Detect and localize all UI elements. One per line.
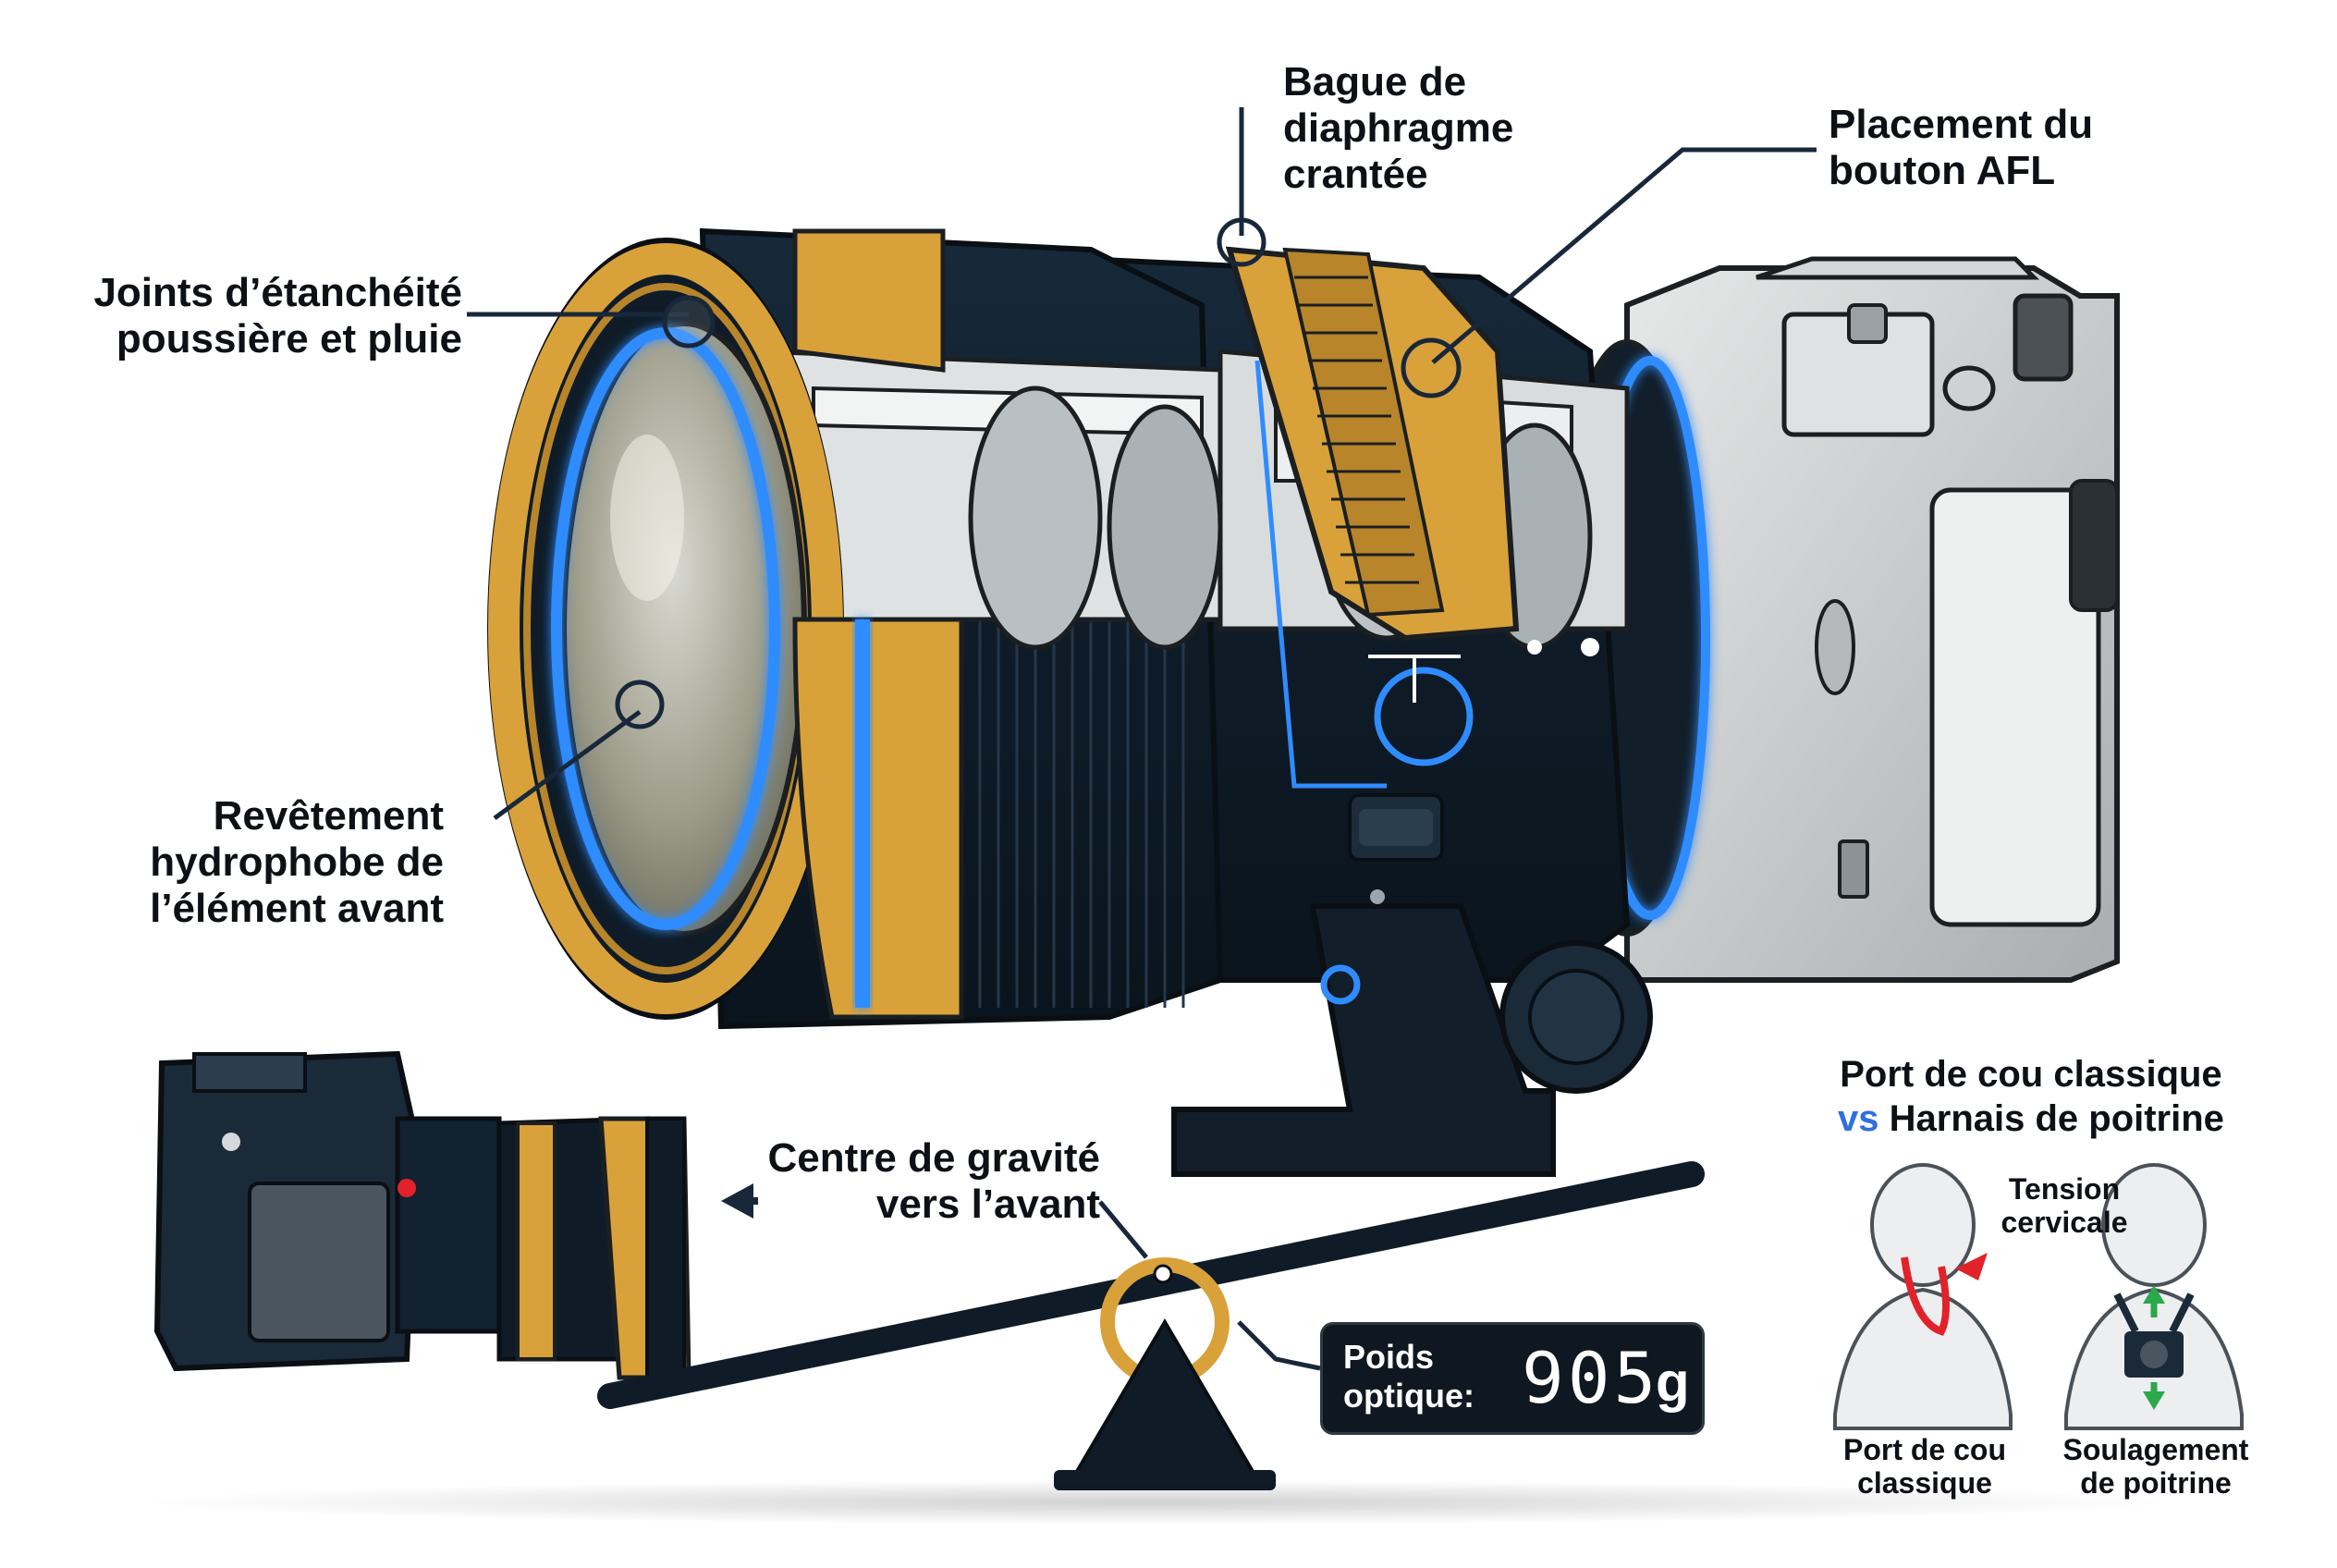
afl-button-panel (1348, 638, 1599, 904)
callout-hydrophobic-coating: Revêtement hydrophobe de l’élément avant (150, 793, 444, 931)
aperture-ring (1225, 246, 1520, 642)
chest-harness-figure (2064, 1163, 2244, 1430)
neck-strap-caption: Port de cou classique (1842, 1433, 2006, 1500)
chest-harness-caption: Soulagement de poitrine (2062, 1433, 2249, 1500)
callout-weather-seals: Joints d’étanchéité poussière et pluie (93, 270, 462, 361)
carry-comparison-title: Port de cou classique vs Harnais de poit… (1838, 1054, 2224, 1139)
callout-afl-button: Placement du bouton AFL (1829, 102, 2094, 193)
weight-unit: g (1656, 1351, 1690, 1413)
callout-lines (467, 107, 1817, 1005)
neck-strap-figure (1833, 1163, 2013, 1430)
weight-caption: Poids optique: (1343, 1338, 1474, 1415)
gravity-arrow (721, 1183, 758, 1219)
front-gold-rings (792, 228, 964, 1020)
weight-value: 905 (1522, 1337, 1660, 1419)
tension-label: Tension cervicale (2001, 1172, 2128, 1239)
mirrorless-camera-body (1624, 256, 2120, 983)
weight-readout: Poids optique: 905 g (1320, 1322, 1705, 1435)
front-lens-element (487, 238, 844, 1020)
vs-word: vs (1838, 1098, 1879, 1139)
callout-center-of-gravity: Centre de gravité vers l’avant (767, 1135, 1100, 1227)
seesaw-balance (139, 1161, 2172, 1525)
callout-aperture-ring: Bague de diaphragme crantée (1283, 59, 1514, 197)
tripod-collar-foot (1171, 903, 1653, 1177)
dslr-side-view (153, 1050, 691, 1380)
